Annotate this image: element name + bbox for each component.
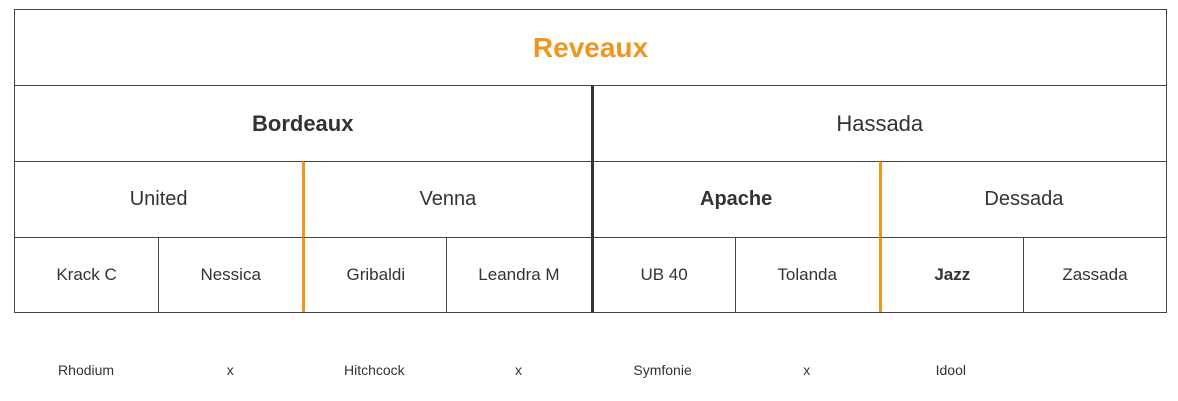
bracket-tree: Reveaux Bordeaux Hassada United Venna Ap…	[14, 9, 1167, 313]
footer-item: x	[514, 362, 522, 378]
leaf-nessica: Nessica	[158, 237, 303, 312]
root-row: Reveaux	[14, 9, 1167, 85]
footer-item: Rhodium	[58, 362, 115, 378]
footer-row: Rhodium x Hitchcock x Symfonie x Idool	[14, 355, 1167, 385]
footer-item: x	[226, 362, 234, 378]
level3-row: Krack C Nessica Gribaldi Leandra M UB 40…	[14, 237, 1167, 313]
subgroup-apache: Apache	[590, 161, 879, 237]
root-title: Reveaux	[14, 9, 1167, 85]
subgroup-united: United	[14, 161, 303, 237]
footer-item	[1023, 355, 1167, 385]
leaf-krack-c: Krack C	[14, 237, 159, 312]
subgroup-dessada: Dessada	[878, 161, 1167, 237]
footer-item: Idool	[935, 362, 966, 378]
leaf-tolanda: Tolanda	[734, 237, 879, 312]
leaf-leandra-m: Leandra M	[446, 237, 591, 312]
level1-row: Bordeaux Hassada	[14, 85, 1167, 161]
footer-item: Hitchcock	[343, 362, 405, 378]
footer-item: Symfonie	[633, 362, 692, 378]
subgroup-venna: Venna	[302, 161, 591, 237]
level2-row: United Venna Apache Dessada	[14, 161, 1167, 237]
leaf-ub-40: UB 40	[590, 237, 735, 312]
group-hassada: Hassada	[590, 85, 1167, 161]
group-bordeaux: Bordeaux	[14, 85, 591, 161]
leaf-jazz: Jazz	[878, 237, 1023, 312]
footer-item: x	[803, 362, 811, 378]
leaf-zassada: Zassada	[1022, 237, 1167, 312]
leaf-gribaldi: Gribaldi	[302, 237, 447, 312]
